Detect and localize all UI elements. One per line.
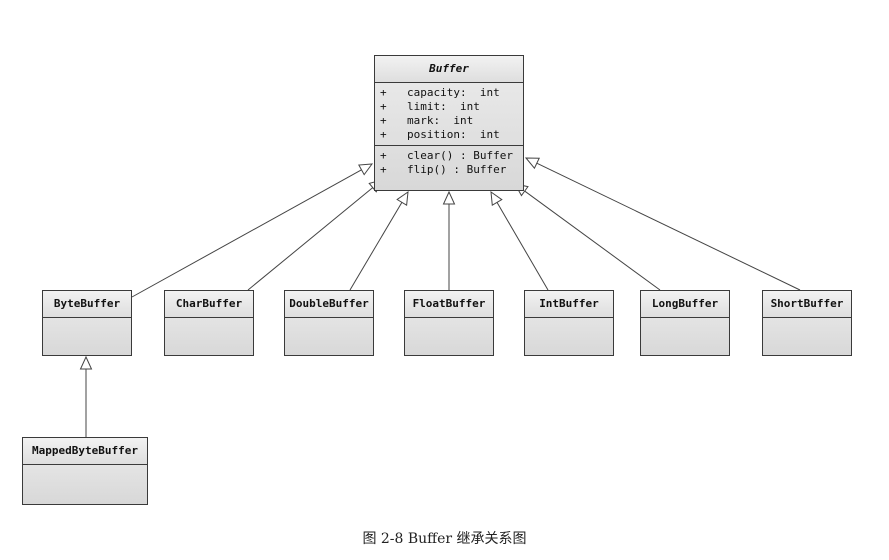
charbuffer-class-box[interactable]: CharBuffer [164, 290, 254, 356]
doublebuffer-class-box[interactable]: DoubleBuffer [284, 290, 374, 356]
inheritance-line [536, 162, 801, 291]
class-name: IntBuffer [525, 291, 613, 318]
field-row: +limit: int [380, 100, 480, 113]
inheritance-line [247, 187, 374, 291]
floatbuffer-class-box[interactable]: FloatBuffer [404, 290, 494, 356]
intbuffer-class-box[interactable]: IntBuffer [524, 290, 614, 356]
hollow-arrowhead-icon [358, 163, 374, 176]
methods-section: +clear() : Buffer +flip() : Buffer [375, 145, 523, 180]
field-row: +mark: int [380, 114, 474, 127]
charbuffer-inherits-arrow [247, 179, 383, 291]
floatbuffer-inherits-arrow [442, 190, 456, 290]
buffer-class-box[interactable]: Buffer +capacity: int +limit: int +mark:… [374, 55, 524, 191]
longbuffer-inherits-arrow [514, 183, 661, 291]
class-name: DoubleBuffer [285, 291, 373, 318]
hollow-arrowhead-icon [490, 190, 503, 206]
inheritance-line [131, 169, 362, 298]
mappedbytebuffer-inherits-arrow [79, 355, 93, 437]
field-row: +capacity: int [380, 86, 500, 99]
class-name: Buffer [375, 56, 523, 83]
longbuffer-class-box[interactable]: LongBuffer [640, 290, 730, 356]
figure-caption: 图 2-8 Buffer 继承关系图 [362, 531, 527, 547]
class-name: CharBuffer [165, 291, 253, 318]
hollow-arrowhead-icon [396, 190, 409, 206]
shortbuffer-inherits-arrow [524, 157, 801, 291]
method-row: +flip() : Buffer [380, 163, 507, 176]
hollow-arrowhead-icon [79, 355, 93, 370]
method-row: +clear() : Buffer [380, 149, 513, 162]
shortbuffer-class-box[interactable]: ShortBuffer [762, 290, 852, 356]
fields-section: +capacity: int +limit: int +mark: int +p… [375, 83, 523, 145]
mappedbytebuffer-class-box[interactable]: MappedByteBuffer [22, 437, 148, 505]
doublebuffer-inherits-arrow [349, 190, 409, 291]
class-name: LongBuffer [641, 291, 729, 318]
class-name: FloatBuffer [405, 291, 493, 318]
bytebuffer-class-box[interactable]: ByteBuffer [42, 290, 132, 356]
inheritance-line [524, 190, 661, 291]
hollow-arrowhead-icon [442, 190, 456, 205]
inheritance-line [349, 202, 403, 291]
intbuffer-inherits-arrow [490, 190, 549, 291]
class-name: ByteBuffer [43, 291, 131, 318]
bytebuffer-inherits-arrow [131, 163, 374, 298]
hollow-arrowhead-icon [524, 157, 540, 170]
inheritance-line [496, 202, 549, 291]
class-name: MappedByteBuffer [23, 438, 147, 465]
class-name: ShortBuffer [763, 291, 851, 318]
field-row: +position: int [380, 128, 500, 141]
